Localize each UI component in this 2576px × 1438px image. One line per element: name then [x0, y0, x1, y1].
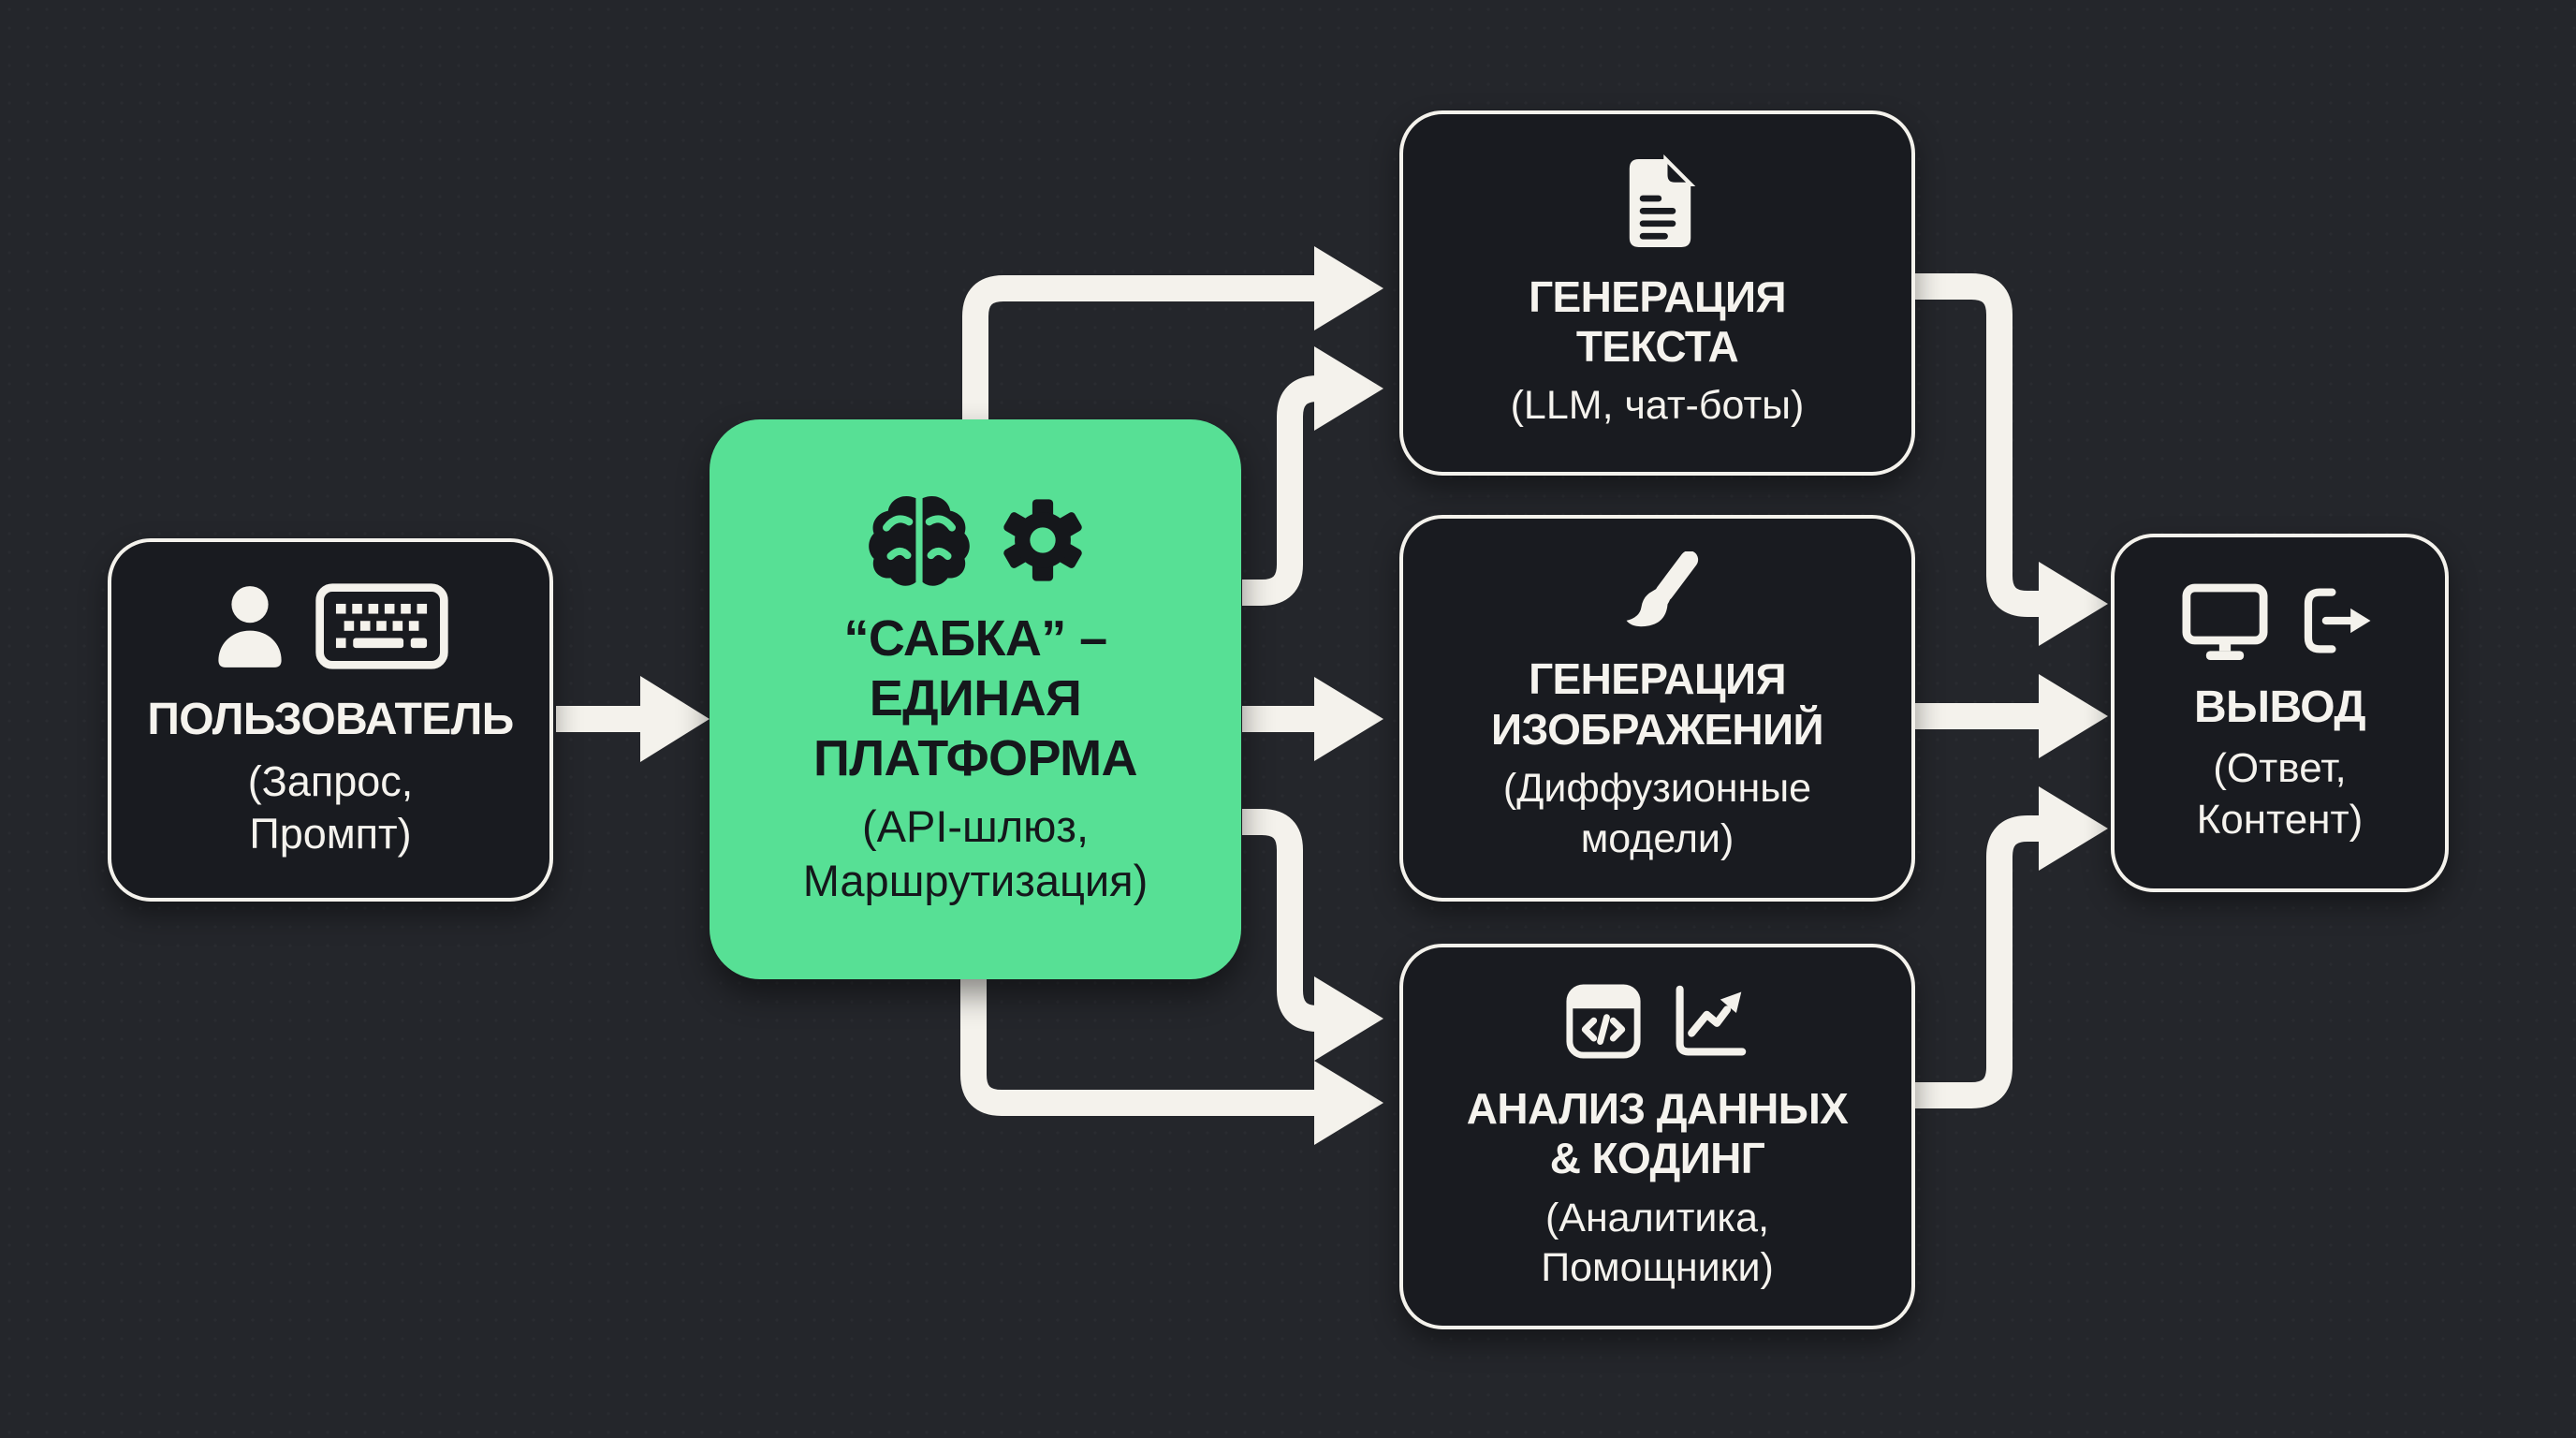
node-output: ВЫВОД (Ответ, Контент) [2111, 534, 2449, 892]
gear-icon [1003, 499, 1082, 581]
arrowhead [2039, 786, 2108, 871]
node-output-icons [2179, 580, 2381, 661]
node-image-generation: ГЕНЕРАЦИЯ ИЗОБРАЖЕНИЙ (Диффузионные моде… [1399, 515, 1915, 902]
subtitle-line: Контент) [2196, 797, 2364, 844]
subtitle-line: Помощники) [1541, 1245, 1774, 1291]
node-data-analysis-title-line: & КОДИНГ [1549, 1134, 1765, 1183]
node-output-title: ВЫВОД [2193, 682, 2366, 732]
edge-textgen-output [1915, 273, 2042, 617]
subtitle-line: (Аналитика, [1544, 1195, 1770, 1240]
edge-platform-textgen-side [1242, 375, 1319, 606]
edge-platform-analysis-bottom [960, 977, 1318, 1116]
node-text-generation-title-line: ГЕНЕРАЦИЯ [1529, 271, 1786, 321]
node-image-generation-icons [1617, 551, 1699, 634]
node-platform-icons [864, 492, 1087, 589]
edge-analysis-output [1915, 815, 2042, 1108]
node-text-generation-subtitle: (LLM, чат-боты) [1511, 381, 1805, 432]
paintbrush-icon [1626, 551, 1698, 627]
arrowhead [1314, 677, 1383, 761]
subtitle-line: (Диффузионные [1502, 766, 1812, 812]
arrowhead [1314, 346, 1383, 431]
node-data-analysis-title-line: АНАЛИЗ ДАННЫХ [1466, 1083, 1849, 1133]
node-output-subtitle: (Ответ, Контент) [2197, 742, 2364, 845]
document-icon [1629, 154, 1695, 247]
node-image-generation-title-line: ИЗОБРАЖЕНИЙ [1491, 704, 1824, 754]
subtitle-line: (API-шлюз, [861, 801, 1090, 852]
user-icon [218, 585, 282, 668]
node-text-generation-title-line: ТЕКСТА [1575, 322, 1739, 372]
edge-platform-analysis-side [1242, 809, 1319, 1032]
subtitle-line: (Запрос, [247, 756, 414, 805]
node-platform-title-line: ПЛАТФОРМА [813, 729, 1138, 786]
node-text-generation-icons [1618, 154, 1697, 252]
node-text-generation: ГЕНЕРАЦИЯ ТЕКСТА (LLM, чат-боты) [1399, 110, 1915, 476]
arrowhead [2039, 562, 2108, 646]
subtitle-line: Маршрутизация) [802, 855, 1149, 905]
keyboard-icon [315, 583, 448, 669]
node-platform: “САБКА” – ЕДИНАЯ ПЛАТФОРМА (API-шлюз, Ма… [710, 419, 1241, 979]
node-image-generation-subtitle: (Диффузионные модели) [1503, 764, 1811, 865]
node-user-subtitle: (Запрос, Промпт) [248, 756, 414, 861]
monitor-icon [2182, 583, 2267, 660]
subtitle-line: модели) [1580, 815, 1734, 861]
node-user-icons [211, 580, 450, 673]
arrowhead [1314, 246, 1383, 330]
code-window-icon [1565, 984, 1641, 1059]
node-user: ПОЛЬЗОВАТЕЛЬ (Запрос, Промпт) [108, 538, 553, 902]
arrowhead [1314, 976, 1383, 1061]
node-data-analysis-subtitle: (Аналитика, Помощники) [1541, 1194, 1774, 1295]
subtitle-line: Промпт) [249, 809, 412, 858]
brain-icon [869, 496, 970, 586]
node-data-analysis-icons [1563, 979, 1752, 1064]
node-platform-title-line: ЕДИНАЯ [869, 669, 1082, 726]
node-image-generation-title-line: ГЕНЕРАЦИЯ [1529, 654, 1786, 704]
arrowhead [1314, 1061, 1383, 1145]
subtitle-line: (LLM, чат-боты) [1510, 383, 1805, 429]
export-icon [2304, 588, 2370, 653]
node-data-analysis: АНАЛИЗ ДАННЫХ & КОДИНГ (Аналитика, Помощ… [1399, 944, 1915, 1329]
node-platform-title-line: “САБКА” – [843, 610, 1107, 668]
arrowhead [2039, 674, 2108, 758]
edge-platform-textgen-top [962, 275, 1318, 423]
node-user-title: ПОЛЬЗОВАТЕЛЬ [147, 694, 514, 744]
arrowhead [640, 676, 710, 762]
subtitle-line: (Ответ, [2213, 745, 2347, 792]
node-platform-subtitle: (API-шлюз, Маршрутизация) [803, 800, 1149, 907]
chart-up-icon [1676, 985, 1746, 1056]
